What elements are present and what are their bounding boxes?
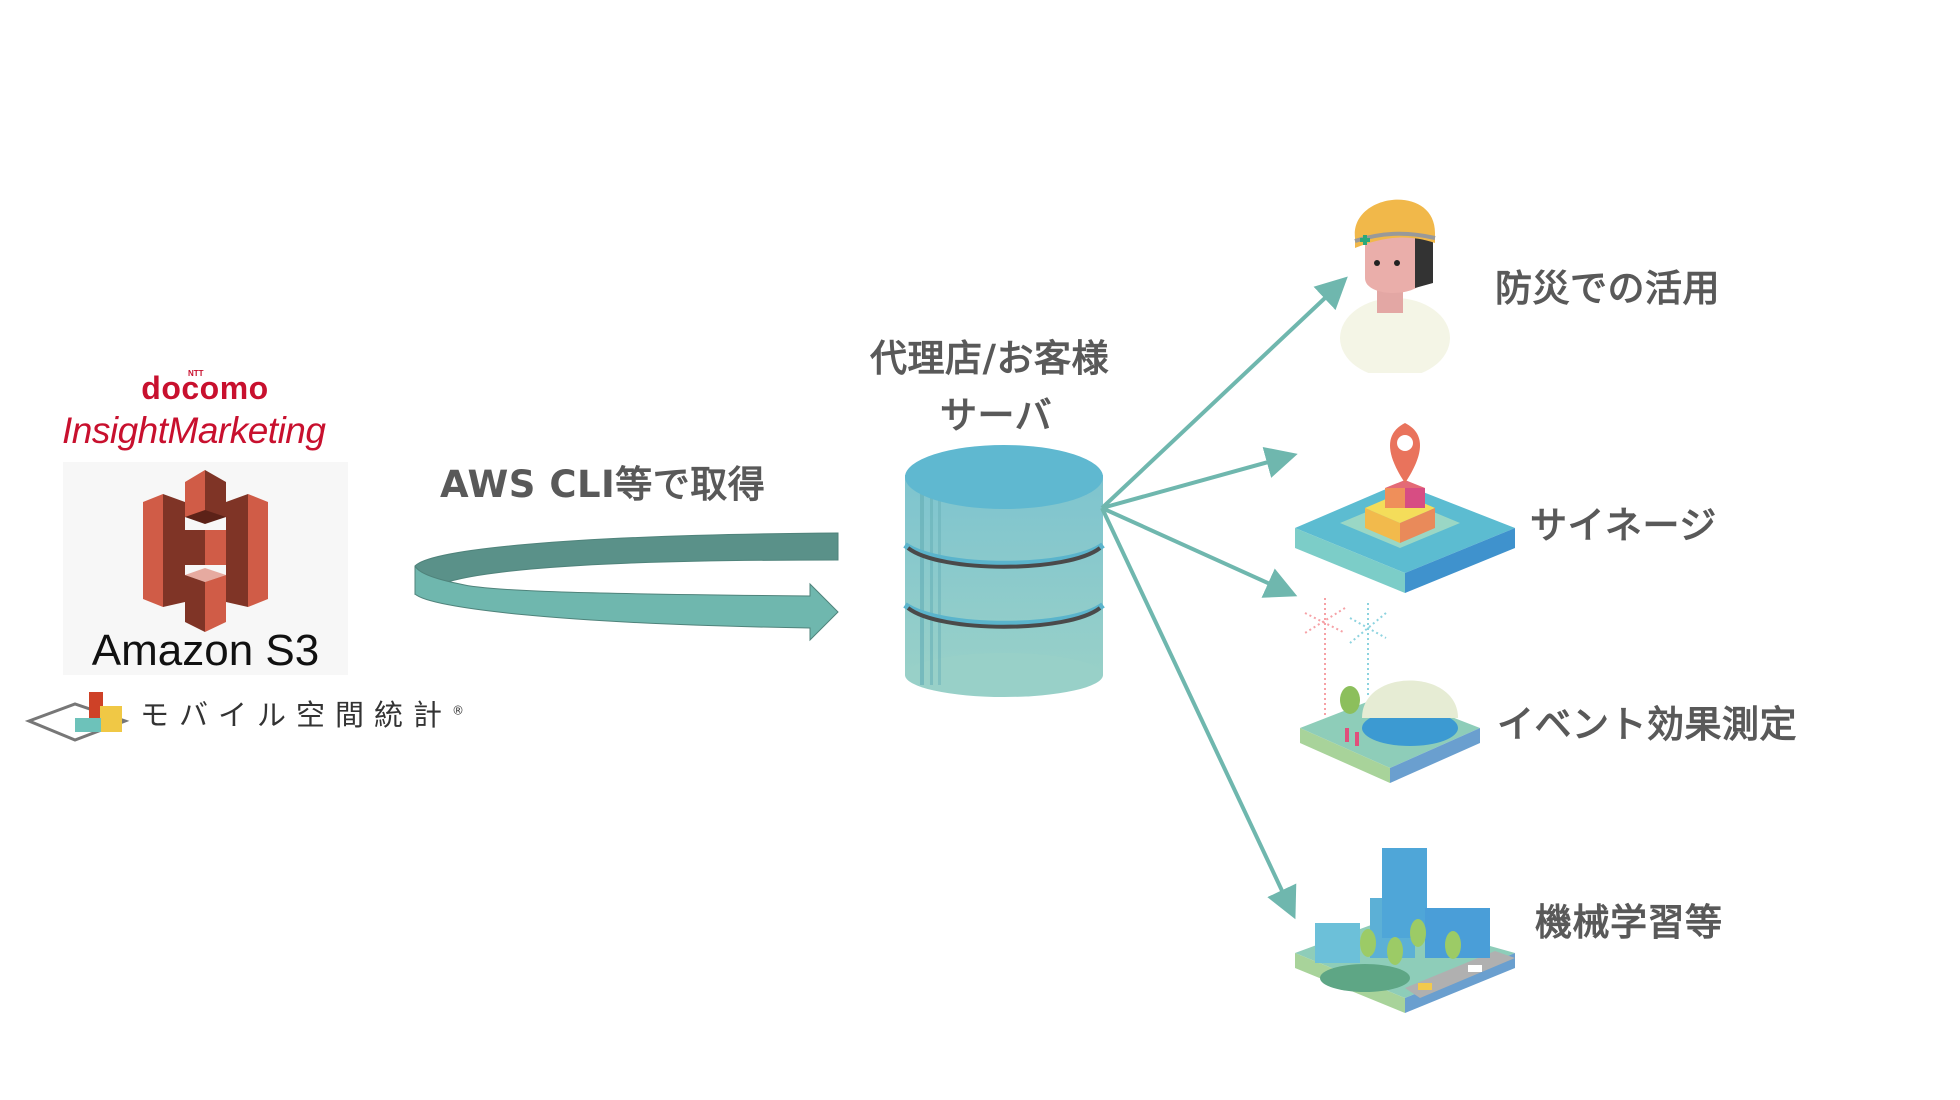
hardhat-person-icon: [1340, 199, 1450, 373]
database-icon: [903, 445, 1105, 697]
arrow-to-disaster: [1100, 276, 1348, 510]
use-case-ml-label: 機械学習等: [1535, 901, 1723, 944]
registered-mark: ®: [452, 703, 465, 718]
city-buildings-icon: [1295, 848, 1515, 1013]
dome-fireworks-icon: [1300, 598, 1480, 783]
s3-label: Amazon S3: [91, 626, 320, 675]
circular-transfer-arrow: [414, 532, 839, 642]
ntt-prefix: NTT: [188, 369, 204, 378]
use-case-disaster-label: 防災での活用: [1495, 267, 1720, 310]
arrow-to-signage: [1101, 446, 1298, 510]
docomo-logo: docomo: [141, 370, 269, 406]
transfer-label: AWS CLI等で取得: [440, 463, 766, 506]
server-title-line2: サーバ: [940, 394, 1053, 437]
insight-marketing-logo: InsightMarketing: [62, 410, 326, 451]
use-case-event-label: イベント効果測定: [1497, 703, 1797, 746]
arrow-band-back: [414, 532, 839, 596]
use-case-signage-label: サイネージ: [1530, 504, 1717, 547]
map-pin-city-icon: [1295, 423, 1515, 593]
mobile-spatial-stats-label: モバイル空間統計®: [140, 692, 464, 734]
amazon-s3-logo: Amazon S3: [63, 462, 348, 675]
s3-bucket-icon: [143, 470, 268, 632]
fanout-arrows: [1100, 276, 1348, 920]
arrow-to-ml: [1100, 507, 1297, 920]
server-title-line1: 代理店/お客様: [870, 337, 1110, 380]
arrow-band-front: [414, 565, 839, 642]
arrow-to-event: [1101, 506, 1298, 598]
mobile-spatial-stats-icon: [25, 692, 130, 742]
dataset-name: モバイル空間統計: [140, 698, 453, 732]
